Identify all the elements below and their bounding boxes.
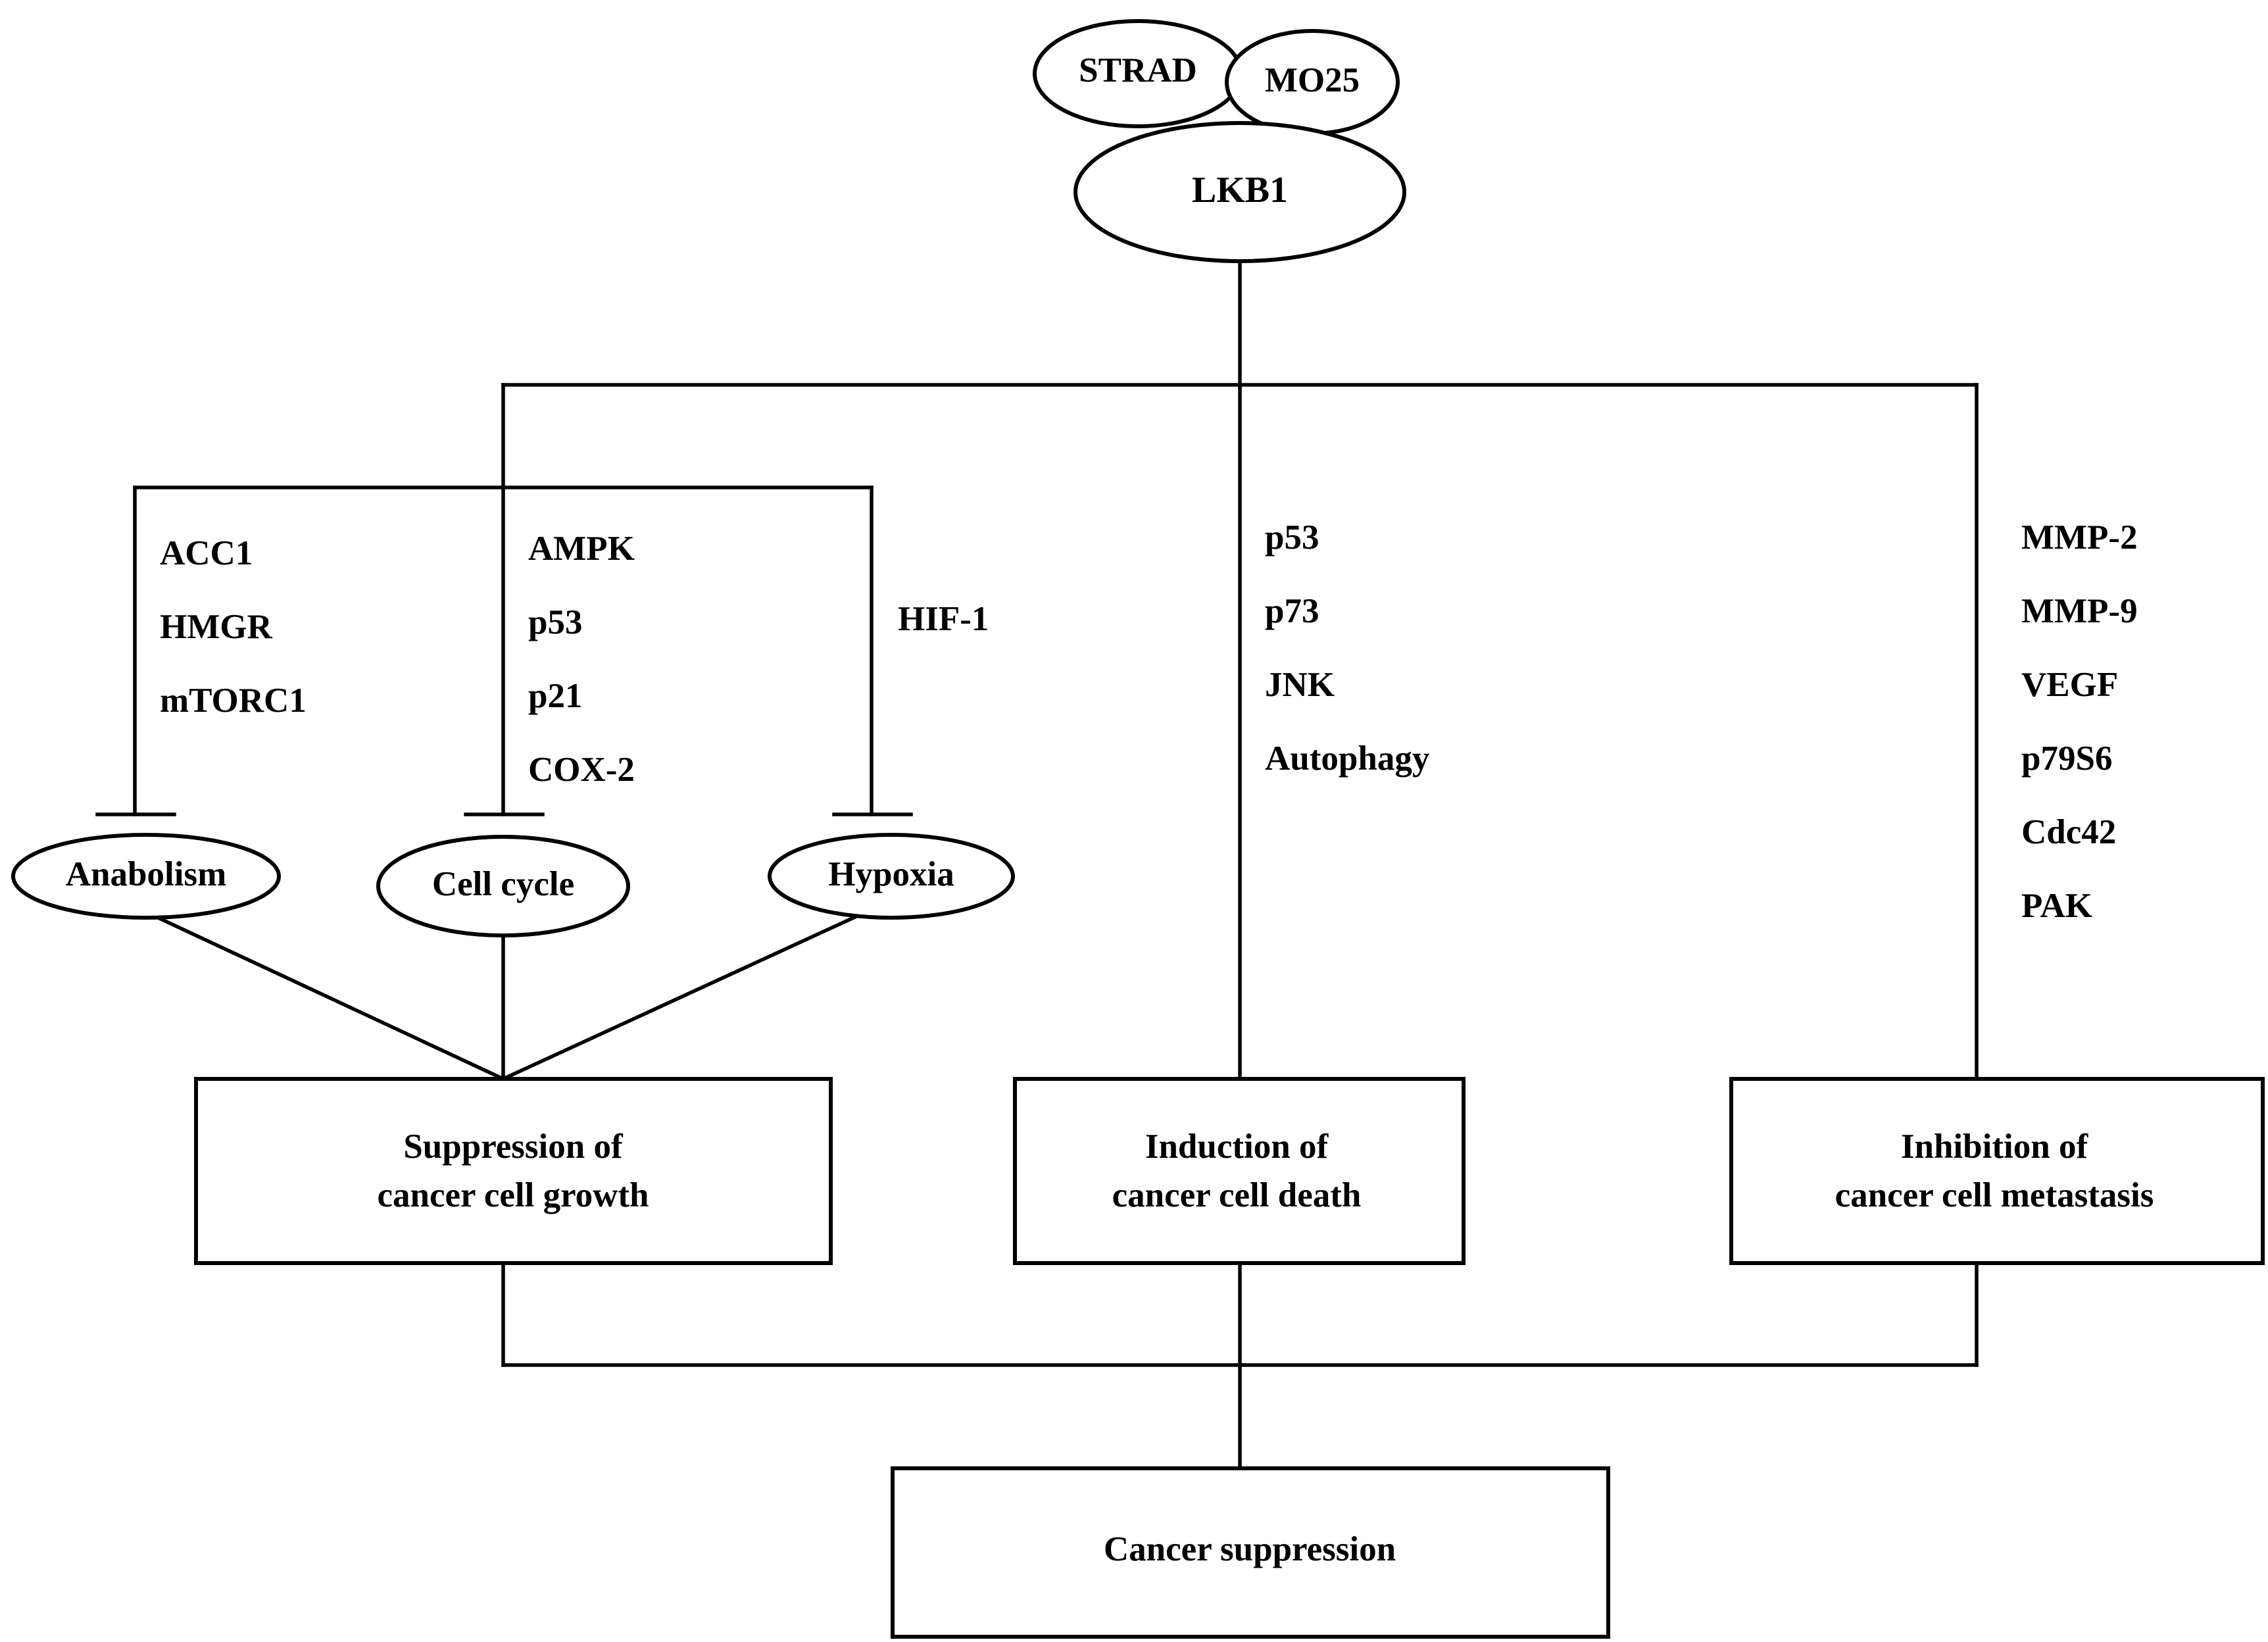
cancer-suppression-label: Cancer suppression bbox=[1104, 1530, 1396, 1568]
connectors bbox=[95, 259, 1979, 1470]
death-box bbox=[1013, 1077, 1466, 1265]
death-target: p53 bbox=[1265, 518, 1319, 557]
metastasis-box-line: Inhibition of bbox=[1901, 1128, 2089, 1166]
metastasis-box bbox=[1729, 1077, 2265, 1265]
death-box-line: Induction of bbox=[1145, 1128, 1329, 1166]
hypoxia-target: HIF-1 bbox=[898, 600, 989, 638]
cancer-suppression-box bbox=[891, 1466, 1610, 1639]
mediator-lists: ACC1 HMGR mTORC1 AMPK p53 p21 COX-2 HIF-… bbox=[160, 518, 2138, 925]
growth-box-line: Suppression of bbox=[403, 1128, 624, 1166]
metastasis-target: MMP-2 bbox=[2021, 518, 2138, 557]
lkb1-label: LKB1 bbox=[1192, 170, 1288, 211]
lkb1-node bbox=[1073, 121, 1406, 263]
death-target: Autophagy bbox=[1265, 739, 1429, 778]
mo25-label: MO25 bbox=[1265, 61, 1360, 99]
cell-cycle-target: COX-2 bbox=[528, 751, 635, 789]
anabolism-target: ACC1 bbox=[160, 534, 253, 572]
anabolism-node bbox=[11, 833, 281, 920]
metastasis-box-line: cancer cell metastasis bbox=[1835, 1176, 2154, 1214]
hypoxia-label: Hypoxia bbox=[828, 855, 954, 893]
hypoxia-node bbox=[768, 833, 1015, 920]
anabolism-target: mTORC1 bbox=[160, 682, 307, 720]
edge-hypoxia-to-growth bbox=[501, 914, 859, 1082]
cell-cycle-target: p53 bbox=[528, 603, 582, 641]
anabolism-label: Anabolism bbox=[66, 855, 226, 893]
growth-box-line: cancer cell growth bbox=[377, 1176, 649, 1214]
lkb1-complex: STRAD MO25 LKB1 bbox=[1033, 19, 1406, 263]
process-nodes: Anabolism Cell cycle Hypoxia bbox=[11, 833, 1015, 937]
metastasis-target: VEGF bbox=[2021, 666, 2118, 704]
anabolism-target: HMGR bbox=[160, 608, 272, 646]
metastasis-target: MMP-9 bbox=[2021, 592, 2138, 630]
growth-box bbox=[194, 1077, 833, 1265]
cell-cycle-node bbox=[376, 835, 630, 937]
death-box-line: cancer cell death bbox=[1112, 1176, 1362, 1214]
metastasis-target: PAK bbox=[2021, 887, 2092, 925]
cell-cycle-target: AMPK bbox=[528, 530, 635, 568]
metastasis-target: p79S6 bbox=[2021, 739, 2112, 778]
outcome-boxes: Suppression of cancer cell growth Induct… bbox=[194, 1077, 2265, 1639]
edge-anabolism-to-growth bbox=[153, 914, 506, 1082]
cell-cycle-label: Cell cycle bbox=[432, 865, 574, 903]
death-target: JNK bbox=[1265, 666, 1335, 704]
cell-cycle-target: p21 bbox=[528, 677, 582, 715]
metastasis-target: Cdc42 bbox=[2021, 813, 2116, 851]
death-target: p73 bbox=[1265, 592, 1319, 630]
strad-label: STRAD bbox=[1079, 51, 1197, 89]
